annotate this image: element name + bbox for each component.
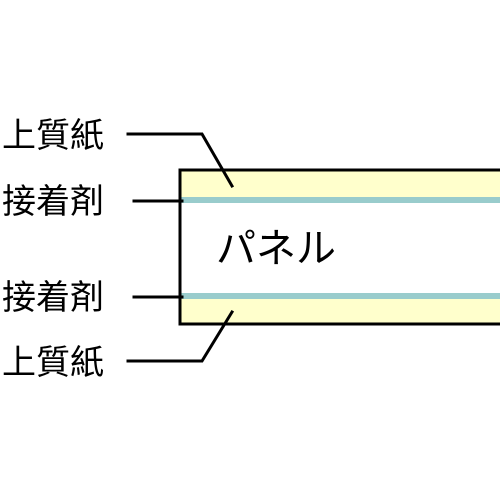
board xyxy=(178,168,500,326)
board-outline xyxy=(178,168,500,326)
top-adhesive-label: 接着剤 xyxy=(2,182,104,222)
top-adhesive-layer xyxy=(180,197,500,203)
top-paper-layer xyxy=(180,170,500,200)
bottom-paper-leader xyxy=(126,309,235,363)
bottom-paper-layer xyxy=(180,296,500,324)
panel-layer xyxy=(180,200,500,296)
leader-lines xyxy=(126,132,235,363)
panel-label: パネル xyxy=(216,226,336,272)
top-paper-leader xyxy=(126,132,235,189)
top-paper-label: 上質紙 xyxy=(2,116,104,156)
bottom-paper-label: 上質紙 xyxy=(2,343,104,383)
bottom-adhesive-label: 接着剤 xyxy=(2,278,104,318)
bottom-adhesive-layer xyxy=(180,293,500,299)
